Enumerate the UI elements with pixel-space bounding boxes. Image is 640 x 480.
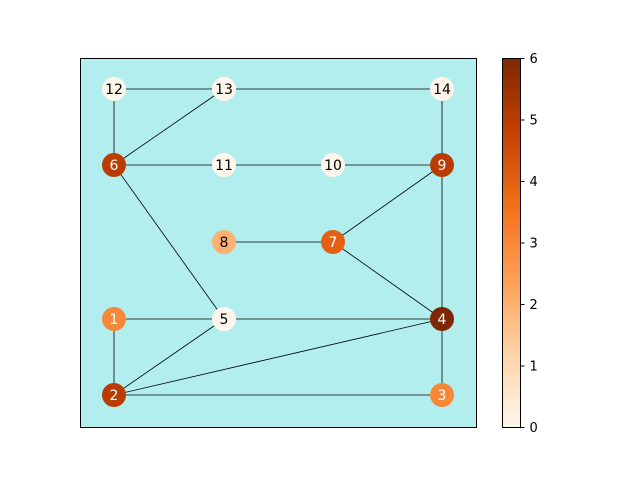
node-label-6: 6 — [110, 158, 119, 174]
node-4: 4 — [430, 307, 454, 331]
node-6: 6 — [102, 153, 126, 177]
node-circle-4 — [430, 307, 454, 331]
node-11: 11 — [212, 153, 236, 177]
node-label-12: 12 — [105, 82, 123, 98]
node-label-8: 8 — [220, 235, 229, 251]
node-label-1: 1 — [110, 312, 119, 328]
node-label-2: 2 — [110, 388, 119, 404]
edge-7-4 — [332, 241, 443, 320]
node-circle-13 — [212, 77, 236, 101]
node-label-11: 11 — [215, 158, 233, 174]
node-circle-11 — [212, 153, 236, 177]
node-label-10: 10 — [324, 158, 342, 174]
colorbar-tick-label-3: 3 — [530, 237, 538, 252]
edge-2-5 — [113, 318, 225, 396]
node-1: 1 — [102, 307, 126, 331]
node-circle-2 — [102, 383, 126, 407]
node-circle-1 — [102, 307, 126, 331]
node-circle-3 — [430, 383, 454, 407]
edge-6-5 — [113, 164, 225, 320]
colorbar-ticks: 0 1 2 3 4 5 6 — [520, 52, 538, 436]
node-label-4: 4 — [438, 312, 447, 328]
node-12: 12 — [102, 77, 126, 101]
edge-13-6 — [113, 88, 225, 166]
node-circle-9 — [430, 153, 454, 177]
node-label-3: 3 — [438, 388, 447, 404]
edge-2-4 — [113, 318, 443, 396]
colorbar-tick-label-5: 5 — [530, 114, 538, 129]
node-14: 14 — [430, 77, 454, 101]
colorbar-tick-label-2: 2 — [530, 298, 538, 313]
colorbar-tick-label-4: 4 — [530, 175, 538, 190]
node-13: 13 — [212, 77, 236, 101]
node-circle-8 — [212, 230, 236, 254]
colorbar: 0 1 2 3 4 5 6 — [502, 52, 538, 436]
edge-9-7 — [332, 164, 443, 243]
node-5: 5 — [212, 307, 236, 331]
node-label-9: 9 — [438, 158, 447, 174]
node-circle-14 — [430, 77, 454, 101]
node-circle-5 — [212, 307, 236, 331]
colorbar-tick-label-1: 1 — [530, 360, 538, 375]
node-label-13: 13 — [215, 82, 233, 98]
node-label-14: 14 — [433, 82, 451, 98]
colorbar-gradient — [502, 58, 521, 428]
node-9: 9 — [430, 153, 454, 177]
node-8: 8 — [212, 230, 236, 254]
node-circle-7 — [321, 230, 345, 254]
node-7: 7 — [321, 230, 345, 254]
node-circle-12 — [102, 77, 126, 101]
node-2: 2 — [102, 383, 126, 407]
node-circle-6 — [102, 153, 126, 177]
graph-edges — [113, 88, 443, 396]
plot-area — [80, 58, 477, 428]
node-label-5: 5 — [220, 312, 229, 328]
node-10: 10 — [321, 153, 345, 177]
node-circle-10 — [321, 153, 345, 177]
node-3: 3 — [430, 383, 454, 407]
node-label-7: 7 — [329, 235, 338, 251]
colorbar-tick-label-0: 0 — [530, 421, 538, 436]
colorbar-tick-label-6: 6 — [530, 52, 538, 67]
